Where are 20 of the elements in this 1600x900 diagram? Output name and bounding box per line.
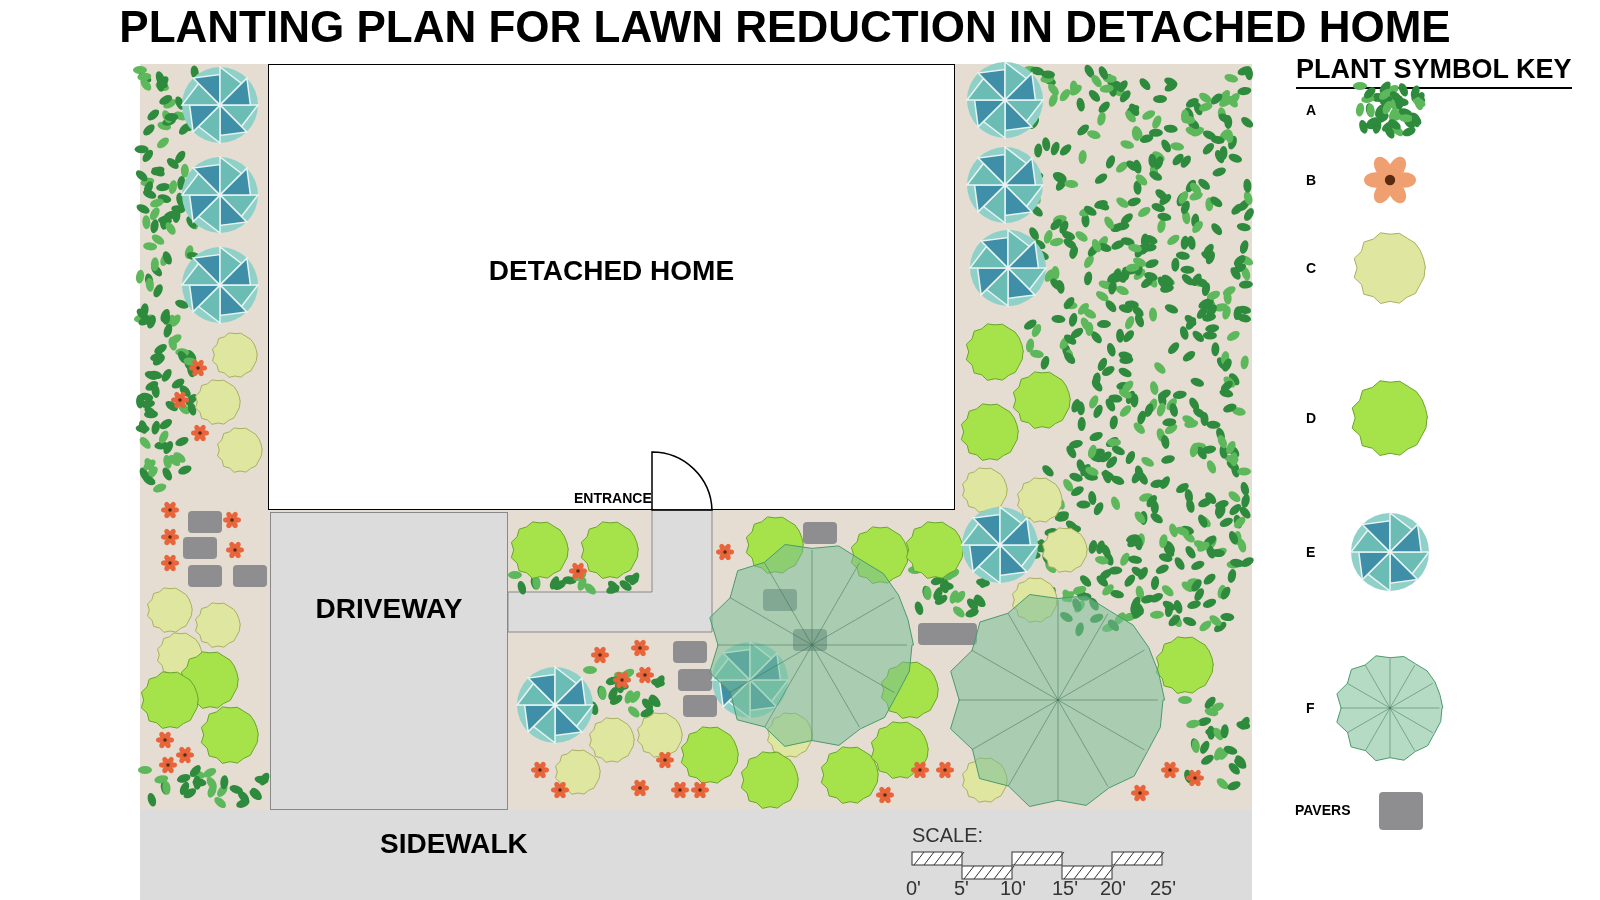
legend-label: PAVERS — [1295, 802, 1351, 818]
title: PLANTING PLAN FOR LAWN REDUCTION IN DETACHED HOME — [118, 2, 1452, 52]
scale-tick-label: 10' — [1000, 877, 1027, 900]
house-label: DETACHED HOME — [487, 255, 736, 287]
scale-tick-label: 20' — [1100, 877, 1127, 900]
scale-tick-label: 0' — [906, 877, 921, 900]
legend-label: D — [1306, 410, 1317, 426]
sidewalk-label: SIDEWALK — [380, 828, 528, 860]
driveway-label: DRIVEWAY — [314, 593, 464, 625]
sidewalk-area — [140, 810, 1252, 900]
legend-label: F — [1306, 700, 1315, 716]
scale-tick-label: 15' — [1052, 877, 1079, 900]
legend-label: B — [1306, 172, 1317, 188]
scale-label: SCALE: — [912, 824, 984, 847]
legend-label: A — [1306, 102, 1317, 118]
legend-label: E — [1306, 544, 1316, 560]
legend-label: C — [1306, 260, 1317, 276]
scale-tick-label: 25' — [1150, 877, 1177, 900]
house-outline — [268, 64, 955, 510]
scale-tick-label: 5' — [954, 877, 969, 900]
